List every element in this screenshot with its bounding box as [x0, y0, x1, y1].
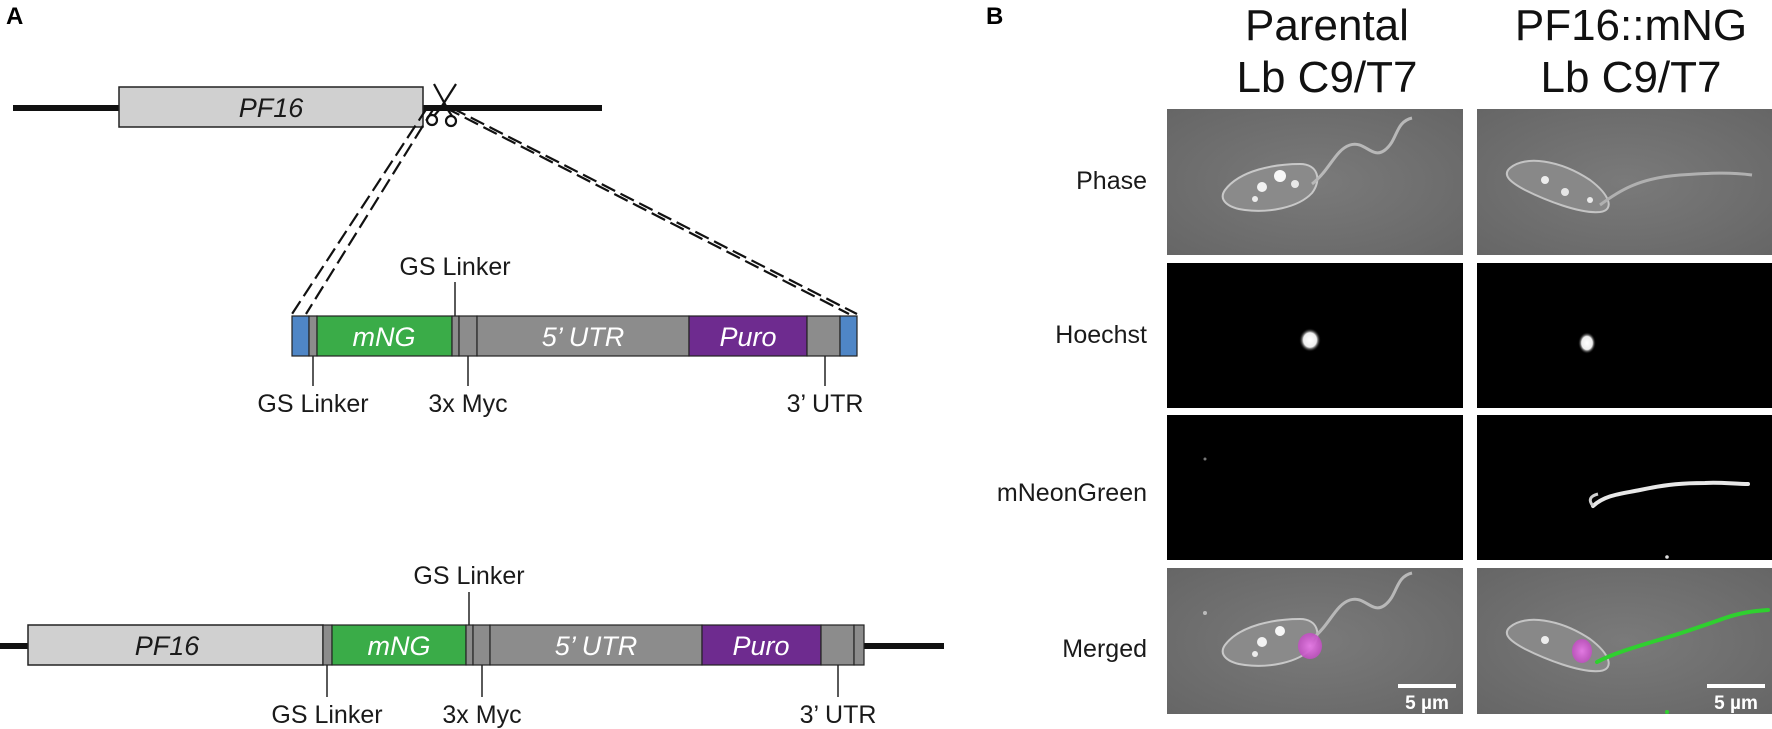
gs-linker-right-integrated [465, 624, 474, 666]
myc-label-integrated: 3x Myc [442, 701, 521, 729]
cell-body [1221, 162, 1319, 212]
utr3-label: 3’ UTR [787, 390, 864, 418]
panel-a-letter: A [6, 3, 23, 30]
micrograph-phase-pf16 [1477, 109, 1772, 255]
homology-arm-right [839, 315, 858, 357]
utr5-block-integrated [489, 624, 703, 666]
myc-label: 3x Myc [428, 390, 507, 418]
row-label-phase: Phase [1076, 167, 1147, 195]
column-title-pf16-line1: PF16::mNG [1515, 1, 1747, 50]
panel-b-letter: B [986, 3, 1003, 30]
gs-linker-top-label: GS Linker [399, 253, 510, 281]
recombination-lines [291, 107, 858, 315]
micrograph-merged-pf16: 5 µm [1477, 568, 1772, 714]
gs-linker-left-integrated [322, 624, 333, 666]
puro-label: Puro [719, 322, 776, 352]
gs-linker-top-label-integrated: GS Linker [413, 562, 524, 590]
utr5-block [476, 315, 690, 357]
mng-label: mNG [353, 322, 416, 352]
micrograph-hoechst-pf16 [1477, 263, 1772, 408]
nucleus-overlay [1572, 639, 1592, 663]
homology-arm-left [291, 315, 310, 357]
pf16-gene-block-integrated [27, 624, 324, 666]
row-label-hoechst: Hoechst [1055, 321, 1147, 349]
utr3-block-integrated [820, 624, 855, 666]
cell-body [1505, 159, 1610, 214]
micrograph-phase-parental [1167, 109, 1463, 255]
row-label-mneongreen: mNeonGreen [997, 479, 1147, 507]
micrograph-mneongreen-pf16 [1477, 415, 1772, 560]
pf16-gene-label-integrated: PF16 [135, 631, 201, 661]
myc-tag-block [458, 315, 478, 357]
utr5-label: 5’ UTR [542, 322, 625, 352]
utr3-block [806, 315, 841, 357]
puro-block [688, 315, 808, 357]
myc-tag-block-integrated [472, 624, 491, 666]
column-title-parental-line1: Parental [1245, 1, 1409, 50]
micrograph-hoechst-parental [1167, 263, 1463, 408]
gs-linker-bottom-label-integrated: GS Linker [271, 701, 382, 729]
nucleus-overlay [1298, 633, 1322, 659]
micrograph-mneongreen-parental [1167, 415, 1463, 560]
flagellum-green [1595, 608, 1770, 664]
integrated-locus: PF16 mNG 5’ UTR Puro GS Linker GS Linker… [0, 562, 944, 729]
scale-bar-label: 5 µm [1405, 693, 1449, 714]
gs-linker-left [308, 315, 318, 357]
gs-linker-bottom-label: GS Linker [257, 390, 368, 418]
pf16-gene-label: PF16 [239, 93, 305, 123]
genomic-locus: PF16 [13, 83, 602, 128]
scale-bar [1707, 684, 1765, 688]
gs-linker-right [451, 315, 460, 357]
row-label-merged: Merged [1062, 635, 1147, 663]
column-title-pf16-line2: Lb C9/T7 [1541, 53, 1722, 102]
micrograph-merged-parental: 5 µm [1167, 568, 1463, 714]
puro-label-integrated: Puro [732, 631, 789, 661]
flagellum [1599, 171, 1753, 207]
flagellum [1311, 116, 1413, 186]
utr3-label-integrated: 3’ UTR [800, 701, 877, 729]
scale-bar [1398, 684, 1456, 688]
mng-block [316, 315, 453, 357]
utr5-label-integrated: 5’ UTR [555, 631, 638, 661]
end-block-integrated [853, 624, 865, 666]
column-title-parental-line2: Lb C9/T7 [1237, 53, 1418, 102]
mng-label-integrated: mNG [368, 631, 431, 661]
donor-cassette: mNG 5’ UTR Puro GS Linker GS Linker 3x M… [257, 253, 863, 418]
scale-bar-label: 5 µm [1714, 693, 1758, 714]
flagellum-signal [1591, 480, 1750, 508]
flagellum [1311, 571, 1413, 641]
pf16-gene-block [118, 86, 424, 128]
